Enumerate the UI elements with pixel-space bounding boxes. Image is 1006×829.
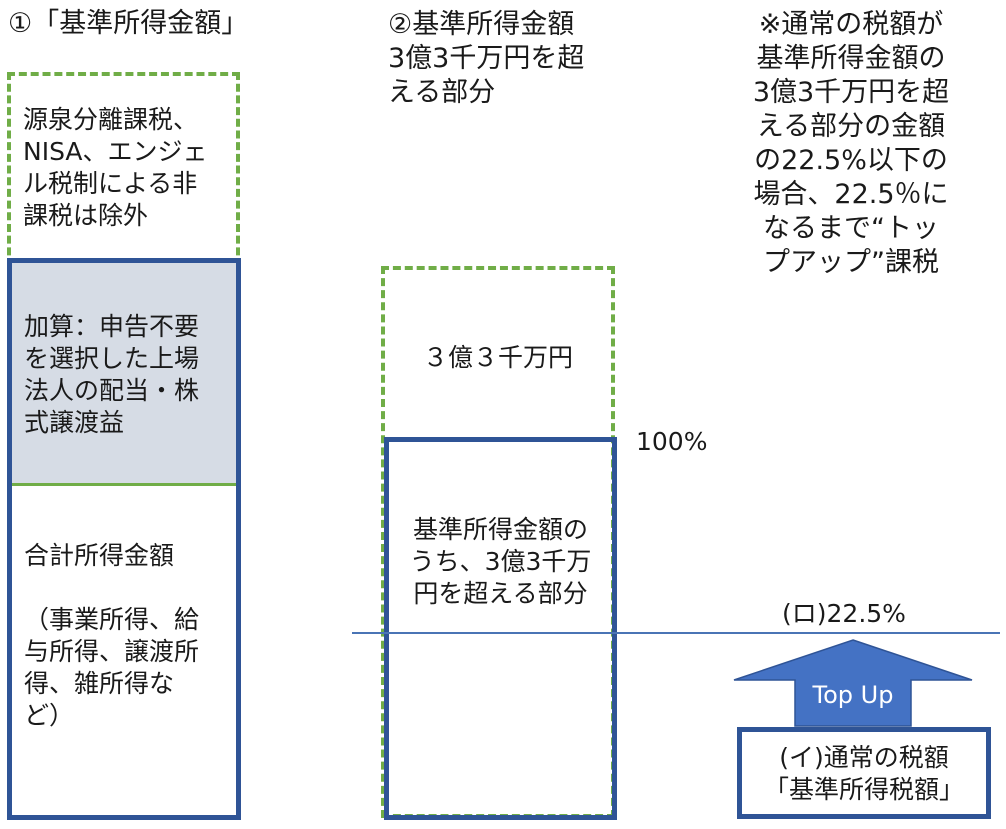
col1-heading: ①「基準所得金額」 xyxy=(8,8,249,39)
added-income-text: 加算：申告不要 を選択した上場 法人の配当・株 式譲渡益 xyxy=(24,312,200,437)
rate-label: (ロ)22.5% xyxy=(782,599,906,628)
top-up-arrow-icon xyxy=(733,639,973,727)
excess-text: 基準所得金額の うち、3億3千万 円を超える部分 xyxy=(409,515,592,608)
col2-heading: ②基準所得金額 3億3千万円を超 える部分 xyxy=(388,9,585,108)
topup-note: ※通常の税額が 基準所得金額の 3億3千万円を超 える部分の金額 の22.5%以… xyxy=(752,9,950,278)
percent-label: 100% xyxy=(636,427,708,456)
excluded-income-box: 源泉分離課税、 NISA、エンジェ ル税制による非 課税は除外 xyxy=(7,72,240,267)
total-income-text: 合計所得金額 （事業所得、給 与所得、譲渡所 得、雑所得な ど） xyxy=(24,541,200,730)
threshold-text: ３億３千万円 xyxy=(422,343,573,372)
excess-box: 基準所得金額の うち、3億3千万 円を超える部分 xyxy=(384,437,617,820)
excluded-income-text: 源泉分離課税、 NISA、エンジェ ル税制による非 課税は除外 xyxy=(23,105,208,230)
added-income-section: 加算：申告不要 を選択した上場 法人の配当・株 式譲渡益 xyxy=(12,263,236,486)
base-income-box: 加算：申告不要 を選択した上場 法人の配当・株 式譲渡益 合計所得金額 （事業所… xyxy=(7,258,241,820)
base-tax-text: (イ)通常の税額 「基準所得税額」 xyxy=(763,743,964,804)
rate-line xyxy=(352,632,1000,634)
base-tax-box: (イ)通常の税額 「基準所得税額」 xyxy=(737,727,991,819)
arrow-label: Top Up xyxy=(812,681,894,709)
